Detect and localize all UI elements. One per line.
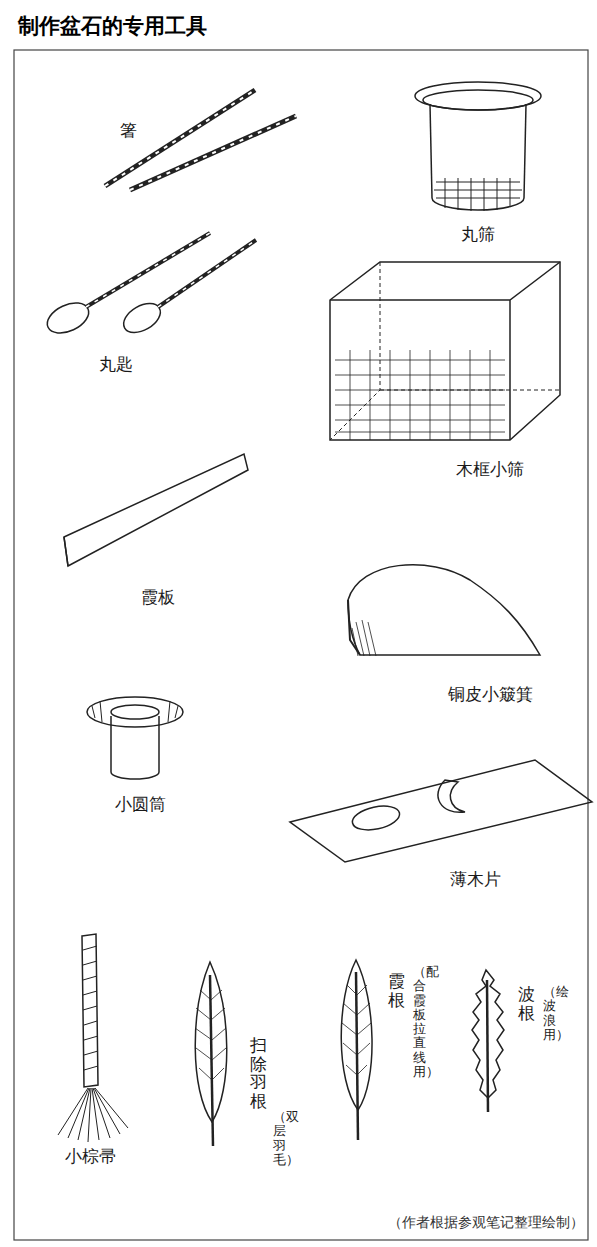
frame	[14, 50, 588, 1240]
tool-label: 丸匙	[99, 354, 133, 374]
tool-label: 薄木片	[450, 869, 501, 889]
tool-label: 铜皮小簸箕	[448, 684, 533, 704]
round-sieve	[415, 82, 541, 211]
vertical-label: （绘波浪用）	[543, 985, 556, 1042]
small-broom	[58, 934, 128, 1142]
small-cylinder	[87, 697, 183, 779]
copper-dustpan	[348, 565, 540, 656]
tool-label: 丸筛	[461, 224, 495, 244]
spoons	[43, 233, 256, 339]
sweep-feather	[195, 962, 227, 1146]
thin-board	[290, 760, 592, 862]
tool-label: 木框小筛	[456, 459, 524, 479]
vertical-label: （配合霞板拉直线用）	[413, 965, 426, 1079]
title: 制作盆石的专用工具	[18, 14, 207, 39]
wood-frame-sieve	[330, 262, 560, 440]
vertical-label: （双层羽毛）	[273, 1110, 286, 1167]
vertical-label: 霞根	[388, 972, 405, 1009]
wave-feather	[472, 970, 504, 1112]
caption: （作者根据参观笔记整理绘制）	[388, 1214, 584, 1231]
vertical-label: 扫除羽根	[250, 1036, 267, 1111]
chopsticks	[105, 90, 296, 190]
plank	[64, 454, 248, 566]
tool-label: 箸	[120, 120, 137, 140]
haze-feather	[341, 960, 372, 1140]
tool-label: 小棕帚	[65, 1146, 116, 1166]
tool-label: 小圆筒	[115, 794, 166, 814]
vertical-label: 波根	[518, 985, 535, 1022]
tool-label: 霞板	[141, 587, 175, 607]
